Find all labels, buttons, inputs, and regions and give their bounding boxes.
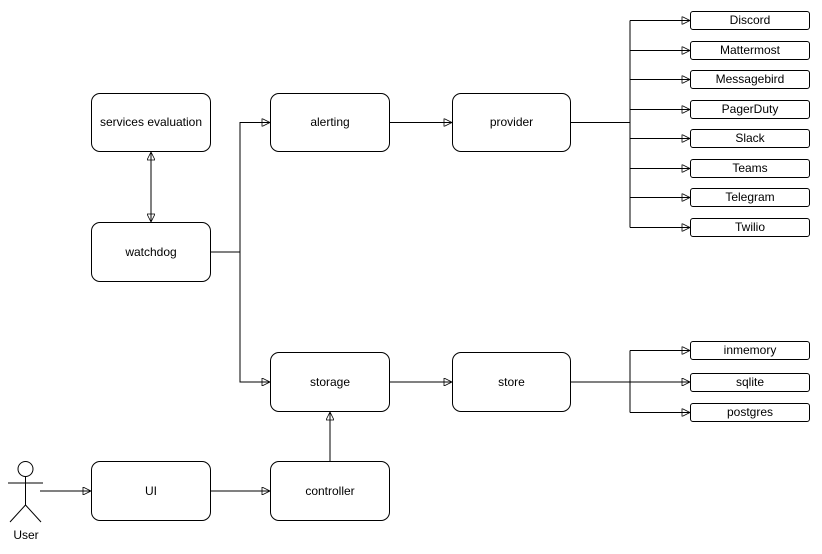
leaf-postgres: postgres xyxy=(690,403,810,422)
node-watchdog: watchdog xyxy=(91,222,211,282)
leaf-telegram: Telegram xyxy=(690,188,810,207)
node-storage: storage xyxy=(270,352,390,412)
leaf-mattermost: Mattermost xyxy=(690,41,810,60)
edge-watchdog-storage xyxy=(239,252,270,382)
leaf-discord: Discord xyxy=(690,11,810,30)
leaf-twilio: Twilio xyxy=(690,218,810,237)
leaf-pagerduty: PagerDuty xyxy=(690,100,810,119)
node-ui: UI xyxy=(91,461,211,521)
node-controller: controller xyxy=(270,461,390,521)
leaf-sqlite: sqlite xyxy=(690,372,810,392)
node-store: store xyxy=(452,352,571,412)
leaf-messagebird: Messagebird xyxy=(690,70,810,89)
leaf-teams: Teams xyxy=(690,159,810,178)
node-provider: provider xyxy=(452,93,571,152)
user-actor-label: User xyxy=(13,528,39,542)
node-services-evaluation: services evaluation xyxy=(91,93,211,152)
node-alerting: alerting xyxy=(270,93,390,152)
user-actor-icon xyxy=(8,461,43,523)
edge-watchdog-alerting xyxy=(239,123,270,252)
leaf-slack: Slack xyxy=(690,129,810,148)
leaf-inmemory: inmemory xyxy=(690,341,810,360)
